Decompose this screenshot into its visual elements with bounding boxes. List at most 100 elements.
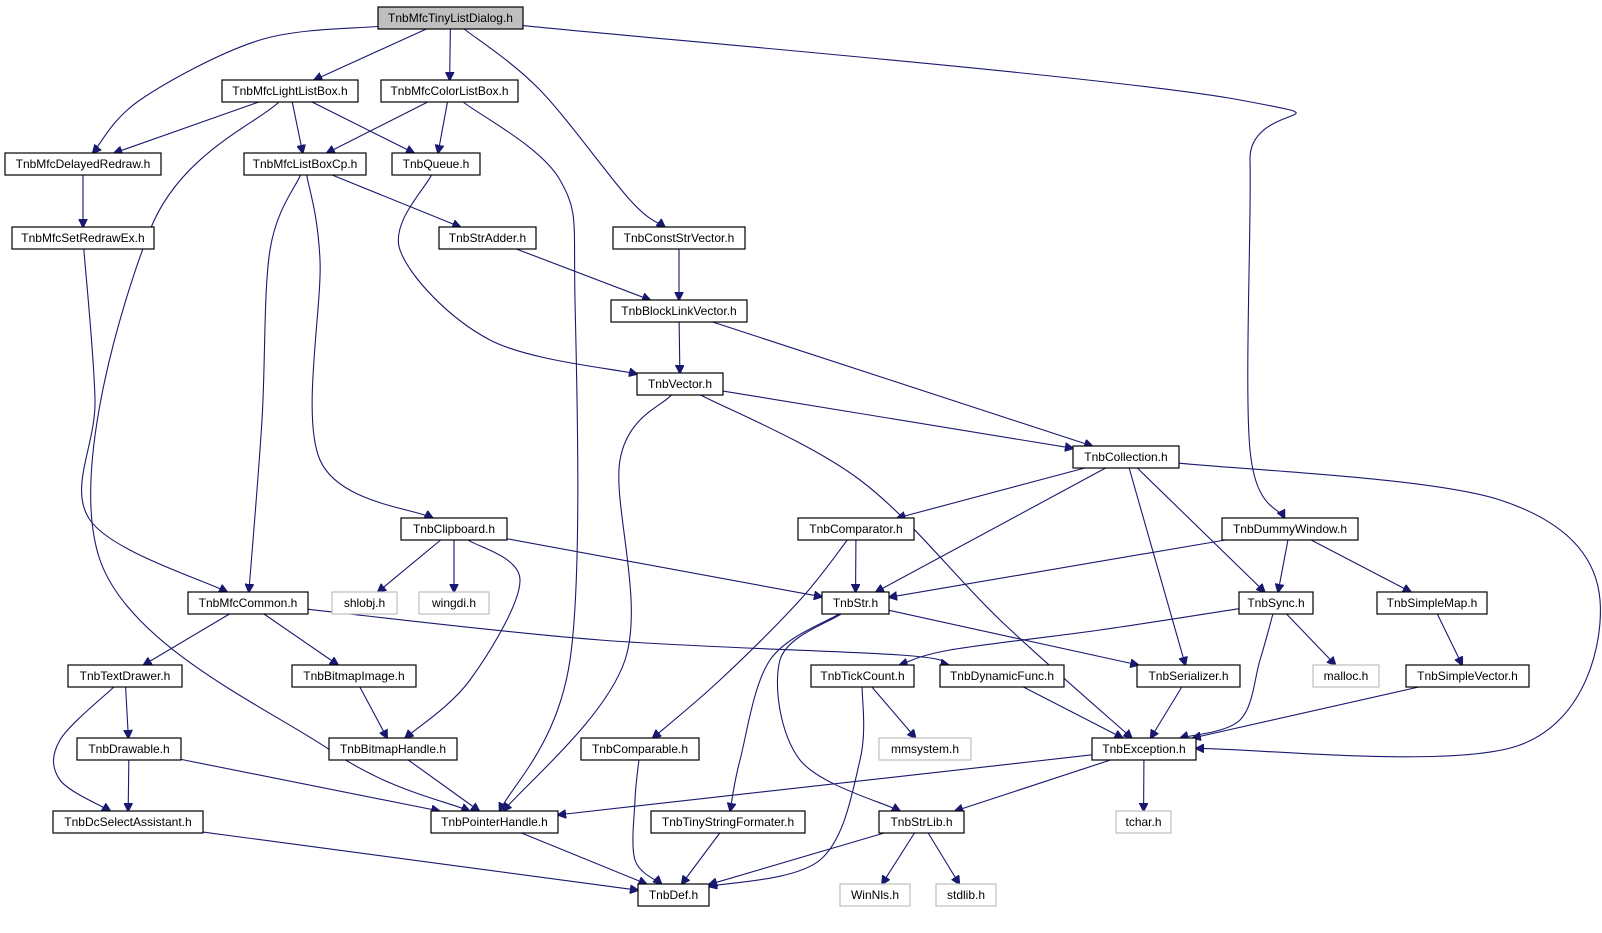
node-tnbmfctinylistdialog-h[interactable]: TnbMfcTinyListDialog.h [377, 6, 524, 30]
node-tnbsimplevector-h[interactable]: TnbSimpleVector.h [1405, 664, 1530, 688]
node-tnbcollection-h[interactable]: TnbCollection.h [1072, 445, 1180, 469]
edge-root-to-delayed [93, 25, 379, 153]
node-tnbqueue-h[interactable]: TnbQueue.h [391, 152, 481, 176]
node-tnbcomparable-h[interactable]: TnbComparable.h [580, 737, 700, 761]
node-label: TnbTextDrawer.h [80, 669, 171, 683]
edge-simplemap-to-simplevec [1436, 613, 1462, 665]
node-label: TnbSimpleMap.h [1387, 596, 1478, 610]
node-shlobj-h: shlobj.h [331, 591, 398, 615]
node-label: TnbPointerHandle.h [441, 815, 548, 829]
node-box [797, 517, 915, 541]
node-label: TnbDcSelectAssistant.h [64, 815, 191, 829]
node-box [1405, 664, 1530, 688]
node-box [76, 737, 182, 761]
edge-collection-to-serializer [1128, 467, 1185, 665]
node-box [1136, 664, 1241, 688]
node-tnbmfccolorlistbox-h[interactable]: TnbMfcColorListBox.h [380, 79, 519, 103]
node-tnbdummywindow-h[interactable]: TnbDummyWindow.h [1221, 517, 1359, 541]
node-tnbpointerhandle-h[interactable]: TnbPointerHandle.h [430, 810, 559, 834]
node-label: TnbTickCount.h [820, 669, 904, 683]
node-tnbclipboard-h[interactable]: TnbClipboard.h [400, 517, 508, 541]
edge-tickcount-to-mmsystem [871, 686, 916, 738]
node-tnbbitmapimage-h[interactable]: TnbBitmapImage.h [291, 664, 417, 688]
edge-stradder-to-blocklink [516, 248, 650, 300]
edge-sync-to-exception [1180, 613, 1274, 738]
node-box [810, 664, 915, 688]
node-label: tchar.h [1125, 815, 1161, 829]
edge-tinystrfmt-to-def [682, 832, 721, 884]
node-tnbdrawable-h[interactable]: TnbDrawable.h [76, 737, 182, 761]
edge-mfccommon-to-textdrawer [144, 613, 230, 665]
edge-root-to-lightlb [314, 28, 427, 80]
edge-clipboard-to-str [506, 538, 822, 597]
node-tnbsync-h[interactable]: TnbSync.h [1238, 591, 1314, 615]
edge-tickcount-to-def [709, 686, 865, 887]
node-tnbtextdrawer-h[interactable]: TnbTextDrawer.h [67, 664, 183, 688]
edge-root-to-colorlb [450, 28, 451, 80]
node-stdlib-h: stdlib.h [935, 883, 997, 907]
node-label: TnbStrLib.h [890, 815, 952, 829]
edge-bitmaphandle-to-ptrhandle [407, 759, 479, 811]
node-label: TnbBlockLinkVector.h [621, 304, 736, 318]
edge-setredraw-to-mfccommon [81, 248, 228, 592]
node-box [1312, 664, 1380, 688]
edge-colorlb-to-listboxcp [327, 101, 428, 153]
node-tnbmfcsetredrawex-h[interactable]: TnbMfcSetRedrawEx.h [11, 226, 155, 250]
node-tnbsimplemap-h[interactable]: TnbSimpleMap.h [1376, 591, 1488, 615]
node-label: TnbBitmapImage.h [303, 669, 404, 683]
node-label: TnbException.h [1102, 742, 1185, 756]
edge-lightlb-to-queue [311, 101, 414, 153]
node-tnbbitmaphandle-h[interactable]: TnbBitmapHandle.h [328, 737, 458, 761]
edge-sync-to-malloc [1286, 613, 1336, 665]
edge-str-to-strlib [776, 613, 900, 811]
edge-sync-to-tickcount [900, 608, 1240, 665]
node-tnbstradder-h[interactable]: TnbStrAdder.h [438, 226, 537, 250]
node-box [67, 664, 183, 688]
node-label: TnbMfcColorListBox.h [390, 84, 508, 98]
node-tnbtickcount-h[interactable]: TnbTickCount.h [810, 664, 915, 688]
node-tnbstrlib-h[interactable]: TnbStrLib.h [878, 810, 965, 834]
edge-blocklink-to-collection [712, 321, 1093, 446]
node-tnbcomparator-h[interactable]: TnbComparator.h [797, 517, 915, 541]
node-box [418, 591, 490, 615]
node-tnbmfcdelayedredraw-h[interactable]: TnbMfcDelayedRedraw.h [4, 152, 162, 176]
edge-root-to-dummywin [522, 24, 1297, 518]
node-tnbexception-h[interactable]: TnbException.h [1091, 737, 1197, 761]
edge-dynfunc-to-exception [1023, 686, 1122, 738]
node-label: WinNls.h [851, 888, 899, 902]
node-box [1238, 591, 1314, 615]
node-tnbmfclistboxcp-h[interactable]: TnbMfcListBoxCp.h [243, 152, 367, 176]
node-tnbmfccommon-h[interactable]: TnbMfcCommon.h [187, 591, 309, 615]
edge-mfccommon-to-dynfunc [307, 608, 949, 665]
node-box [187, 591, 309, 615]
edge-collection-to-comparator [897, 467, 1085, 518]
node-label: TnbMfcLightListBox.h [232, 84, 347, 98]
node-tnbdynamicfunc-h[interactable]: TnbDynamicFunc.h [939, 664, 1065, 688]
node-label: TnbStrAdder.h [449, 231, 526, 245]
node-box [438, 226, 537, 250]
node-winnls-h: WinNls.h [839, 883, 911, 907]
node-box [878, 810, 965, 834]
node-tnbmfclightlistbox-h[interactable]: TnbMfcLightListBox.h [221, 79, 359, 103]
node-tnbstr-h[interactable]: TnbStr.h [821, 591, 890, 615]
node-tnbdcselectassistant-h[interactable]: TnbDcSelectAssistant.h [52, 810, 204, 834]
node-tnbtinystringformater-h[interactable]: TnbTinyStringFormater.h [650, 810, 806, 834]
node-tnbserializer-h[interactable]: TnbSerializer.h [1136, 664, 1241, 688]
node-box [221, 79, 359, 103]
node-tnbblocklinkvector-h[interactable]: TnbBlockLinkVector.h [610, 299, 748, 323]
node-label: TnbMfcDelayedRedraw.h [16, 157, 151, 171]
edge-listboxcp-to-clipboard [306, 174, 433, 518]
node-tnbdef-h[interactable]: TnbDef.h [637, 883, 710, 907]
node-box [328, 737, 458, 761]
node-mmsystem-h: mmsystem.h [878, 737, 972, 761]
node-label: TnbDummyWindow.h [1233, 522, 1347, 536]
node-box [391, 152, 481, 176]
node-label: TnbDef.h [649, 888, 698, 902]
node-box [636, 372, 724, 396]
node-tnbconststrvector-h[interactable]: TnbConstStrVector.h [612, 226, 746, 250]
node-tnbvector-h[interactable]: TnbVector.h [636, 372, 724, 396]
node-label: TnbVector.h [648, 377, 712, 391]
edge-exception-to-ptrhandle [558, 754, 1093, 815]
edge-comparator-to-comparable [653, 539, 848, 738]
